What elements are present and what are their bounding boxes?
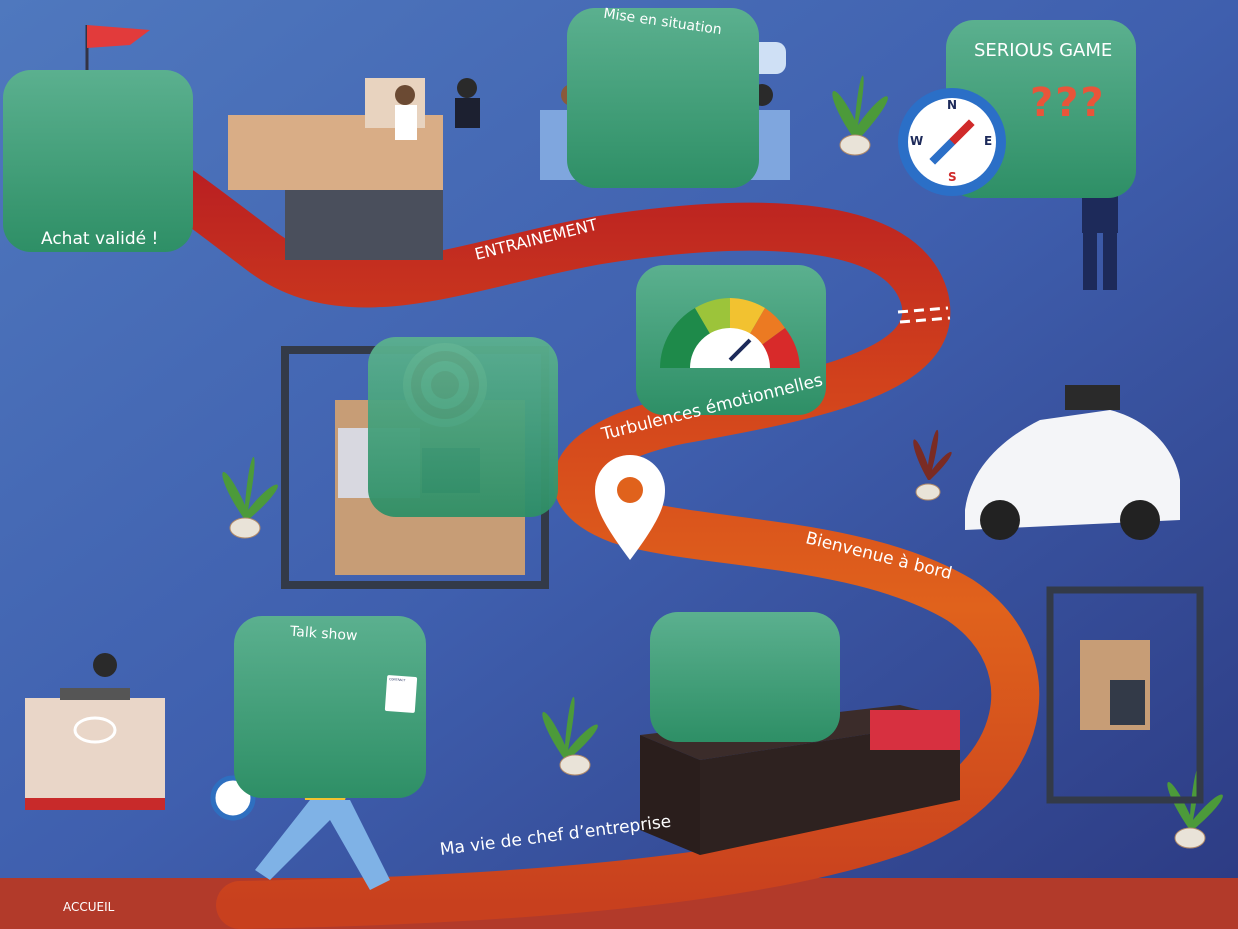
desk-illustration — [228, 78, 480, 260]
card-mise-en-situation — [567, 8, 759, 188]
screen-wall-illustration — [1046, 586, 1204, 804]
compass-icon: N E S W — [898, 88, 1006, 196]
reception-desk-illustration — [25, 653, 165, 810]
card-achat — [3, 70, 193, 252]
compass-n: N — [947, 98, 958, 112]
stop-achat-valide[interactable]: Achat validé ! — [41, 229, 159, 249]
contract-label: CONTRACT — [388, 677, 406, 683]
compass-w: W — [910, 134, 924, 148]
car-illustration — [965, 385, 1180, 540]
road-dash-line — [897, 306, 951, 324]
journey-road — [106, 136, 1040, 929]
question-marks-icon: ??? — [1030, 80, 1106, 126]
card-chef — [650, 612, 840, 742]
compass-e: E — [984, 134, 993, 148]
compass-s: S — [948, 170, 957, 184]
stop-accueil[interactable]: ACCUEIL — [63, 900, 115, 914]
stop-serious-game[interactable]: SERIOUS GAME — [974, 40, 1113, 61]
card-target — [368, 337, 558, 517]
contract-document-icon: CONTRACT — [384, 674, 418, 714]
location-pin-icon — [595, 455, 665, 560]
emotion-gauge-icon — [660, 298, 800, 368]
